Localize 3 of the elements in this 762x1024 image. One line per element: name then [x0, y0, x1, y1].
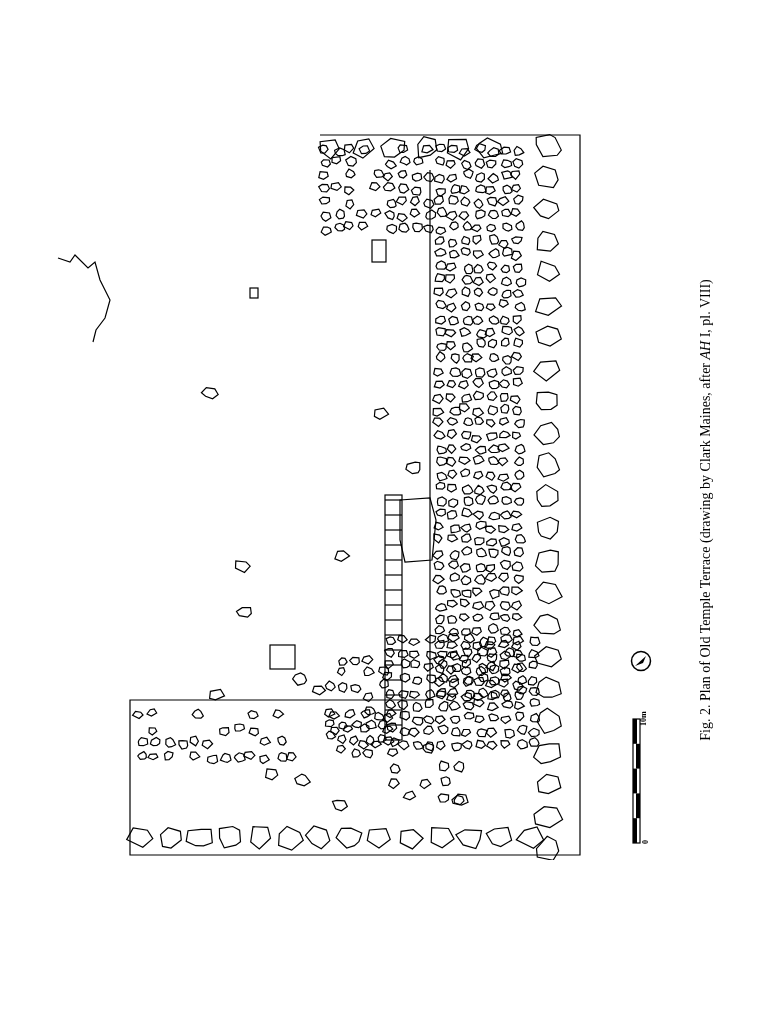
scale-label: 10m [640, 711, 648, 726]
scale-label: 0 [642, 840, 650, 844]
figure-caption: Fig. 2. Plan of Old Temple Terrace (drawing by Clark Maines, after AH I, pl. VIII) [696, 279, 714, 741]
